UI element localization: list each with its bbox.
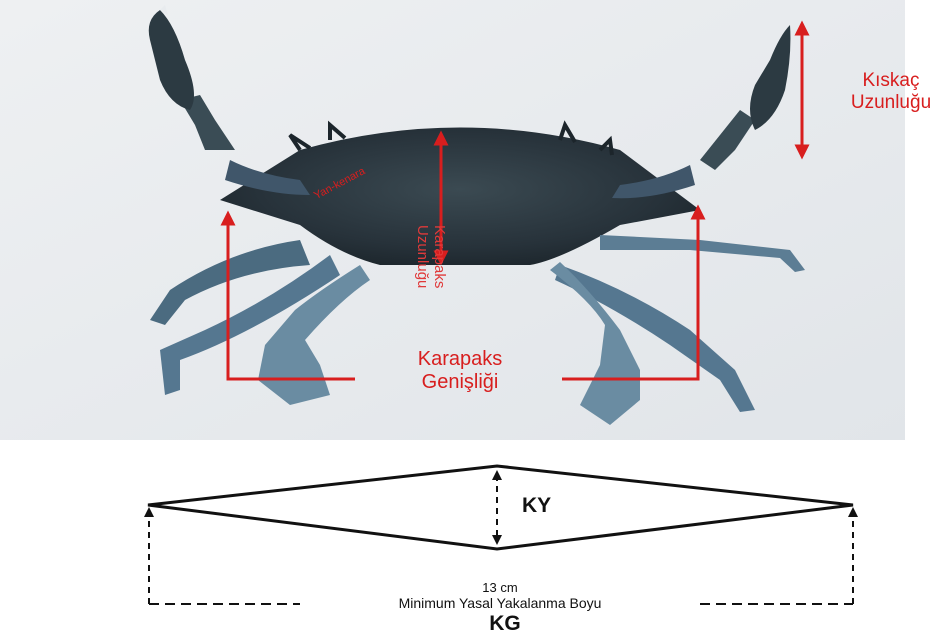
carapace-width-label-line1: Karapaks (390, 348, 530, 371)
size-value: 13 cm (440, 580, 560, 595)
carapace-length-label: Karapaks Uzunluğu (414, 225, 449, 345)
carapace-length-label-line1: Karapaks (431, 225, 448, 345)
carapace-width-label: Karapaks Genişliği (390, 348, 530, 394)
claw-length-label-line1: Kıskaç (836, 70, 946, 92)
claw-length-label: Kıskaç Uzunluğu (836, 70, 946, 114)
claw-length-label-line2: Uzunluğu (836, 92, 946, 114)
carapace-rhombus (148, 466, 853, 549)
carapace-length-label-line2: Uzunluğu (414, 225, 431, 345)
carapace-width-label-line2: Genişliği (390, 371, 530, 394)
minimum-size-caption: Minimum Yasal Yakalanma Boyu (300, 595, 700, 611)
ky-label: KY (522, 494, 551, 518)
kg-label: KG (465, 612, 545, 636)
